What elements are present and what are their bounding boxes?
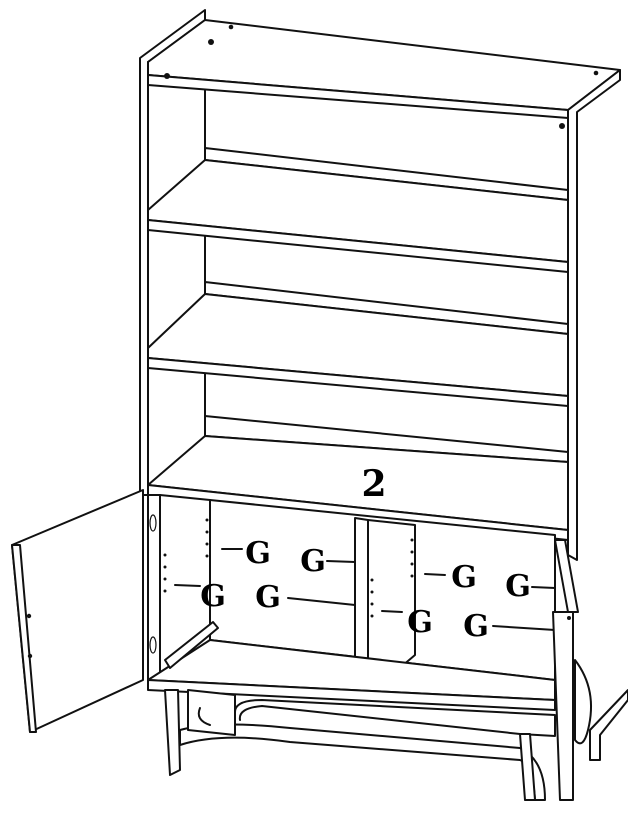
lower-cabinet bbox=[147, 494, 556, 711]
part-label-g: G bbox=[407, 605, 433, 640]
part-label-g: G bbox=[245, 536, 271, 571]
part-label-g: G bbox=[300, 544, 326, 579]
leader-lines bbox=[174, 548, 556, 631]
right-side-panel bbox=[567, 69, 621, 561]
shelf-2 bbox=[147, 281, 569, 407]
part-labels: G G G G G G G G bbox=[200, 536, 531, 644]
top-panel bbox=[147, 19, 621, 129]
part-label-g: G bbox=[451, 560, 477, 595]
part-label-g: G bbox=[255, 580, 281, 615]
hole-rows bbox=[163, 518, 414, 618]
left-door bbox=[11, 489, 144, 733]
part-label-g: G bbox=[463, 609, 489, 644]
base-frame bbox=[164, 659, 628, 801]
right-door bbox=[552, 539, 579, 801]
part-label-g: G bbox=[200, 579, 226, 614]
part-label-g: G bbox=[505, 569, 531, 604]
shelf-1 bbox=[147, 147, 569, 273]
step-number-label: 2 bbox=[361, 463, 386, 505]
